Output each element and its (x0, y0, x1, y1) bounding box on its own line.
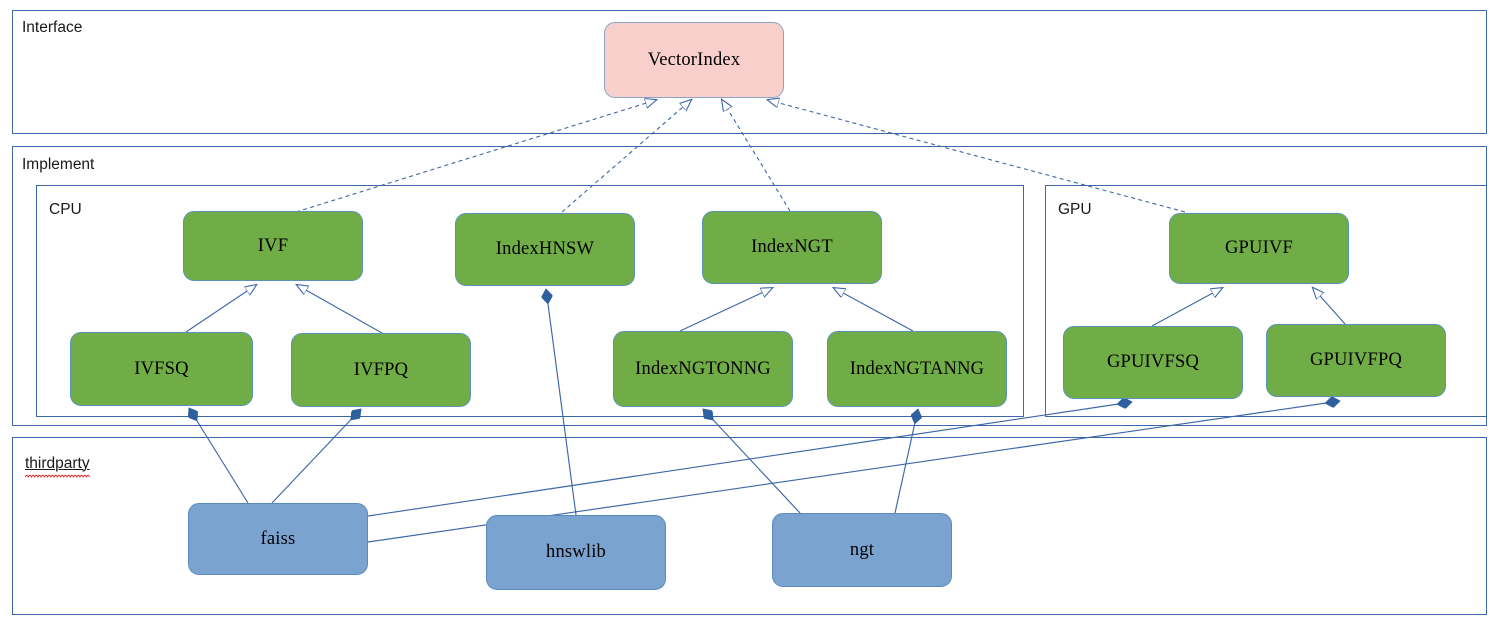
node-vectorindex[interactable]: VectorIndex (604, 22, 784, 98)
node-indexngtonng[interactable]: IndexNGTONNG (613, 331, 793, 407)
group-label-thirdparty: thirdparty (25, 456, 90, 478)
group-label-interface: Interface (22, 19, 83, 36)
node-gpuivfsq[interactable]: GPUIVFSQ (1063, 326, 1243, 399)
node-ivfpq[interactable]: IVFPQ (291, 333, 471, 407)
spellcheck-squiggle-icon (25, 474, 90, 478)
node-indexngt[interactable]: IndexNGT (702, 211, 882, 284)
group-label-gpu: GPU (1058, 201, 1092, 218)
node-ivf[interactable]: IVF (183, 211, 363, 281)
group-label-implement: Implement (22, 156, 95, 173)
node-gpuivf[interactable]: GPUIVF (1169, 213, 1349, 284)
node-hnswlib[interactable]: hnswlib (486, 515, 666, 590)
node-gpuivfpq[interactable]: GPUIVFPQ (1266, 324, 1446, 397)
group-label-cpu: CPU (49, 201, 82, 218)
node-faiss[interactable]: faiss (188, 503, 368, 575)
node-indexngtanng[interactable]: IndexNGTANNG (827, 331, 1007, 407)
node-ivfsq[interactable]: IVFSQ (70, 332, 253, 406)
node-indexhnsw[interactable]: IndexHNSW (455, 213, 635, 286)
node-ngt[interactable]: ngt (772, 513, 952, 587)
